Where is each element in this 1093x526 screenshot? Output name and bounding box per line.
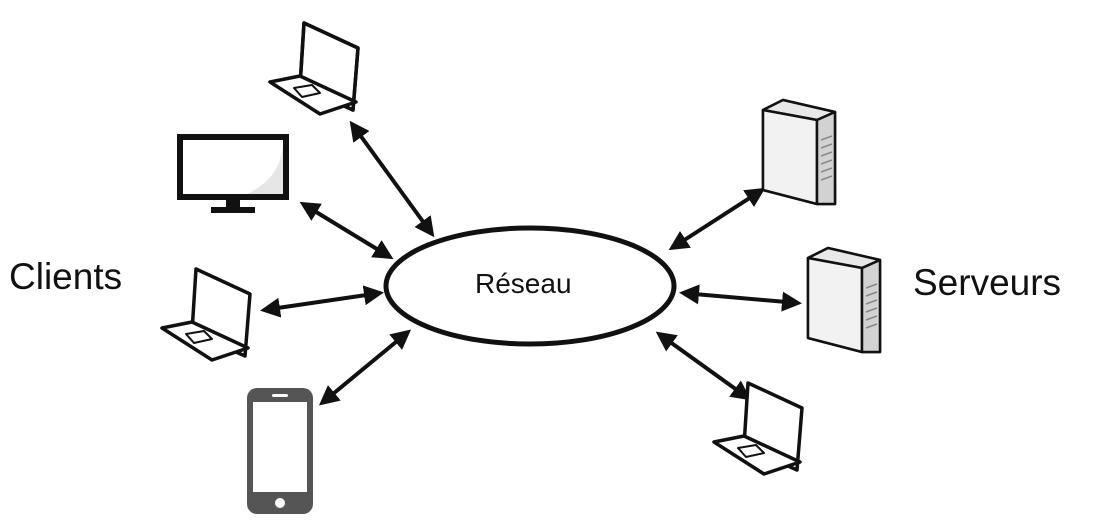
- network-ellipse: [383, 225, 677, 347]
- arrow-smartphone: [318, 329, 412, 406]
- arrow-left-laptop: [260, 285, 384, 318]
- arrow-bottom-laptop: [655, 331, 752, 401]
- arrow-top-laptop: [349, 120, 435, 238]
- laptop-icon: [712, 381, 804, 476]
- network-label: Réseau: [475, 268, 572, 299]
- servers-label: Serveurs: [913, 262, 1062, 303]
- server-tower-icon: [761, 98, 837, 206]
- arrow-monitor: [299, 201, 394, 260]
- arrow-top-server: [668, 187, 766, 251]
- laptop-icon: [160, 267, 252, 362]
- arrow-middle-server: [679, 284, 802, 312]
- clients-label: Clients: [9, 256, 123, 297]
- laptop-icon: [268, 21, 360, 116]
- smartphone-icon: [247, 388, 313, 514]
- server-tower-icon: [806, 246, 882, 354]
- monitor-icon: [177, 134, 289, 213]
